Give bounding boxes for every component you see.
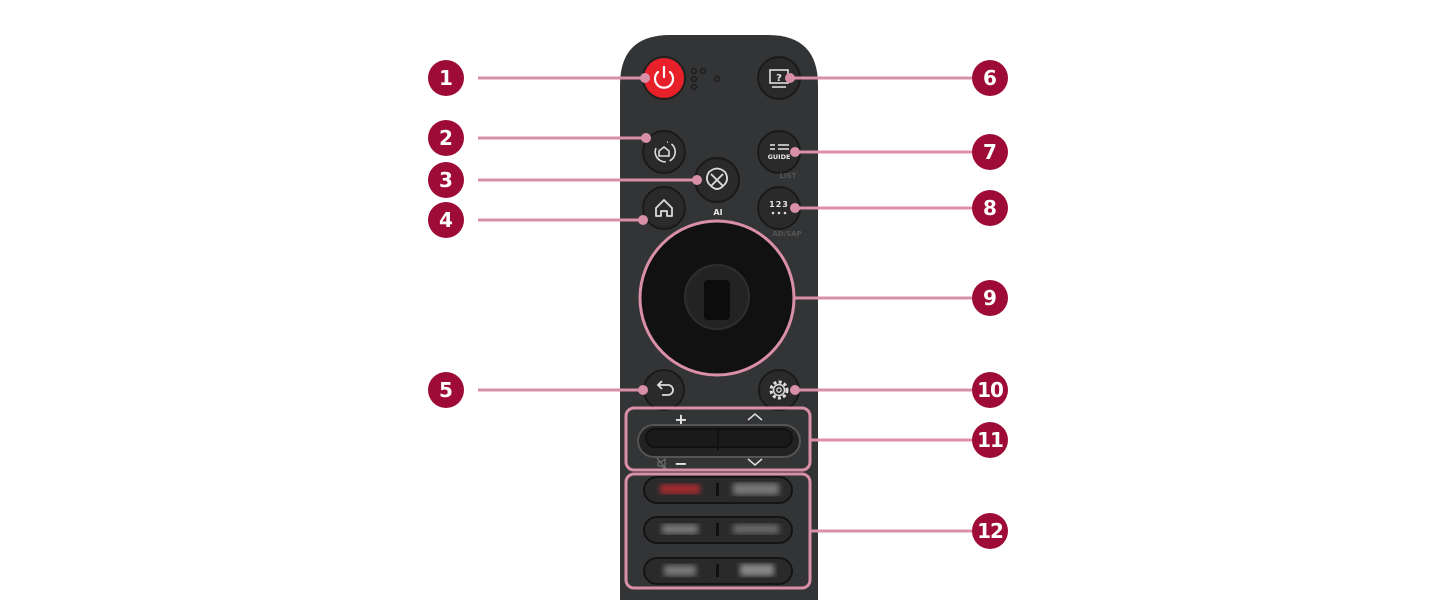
home-button[interactable] xyxy=(642,186,686,230)
svg-text:5: 5 xyxy=(439,378,453,402)
svg-text:12: 12 xyxy=(977,519,1003,543)
home-circle-icon xyxy=(654,141,676,163)
svg-text:7: 7 xyxy=(983,140,997,164)
list-label: LIST xyxy=(780,172,797,180)
svg-text:123: 123 xyxy=(769,200,789,209)
streaming-button-row[interactable] xyxy=(643,557,793,585)
svg-text:2: 2 xyxy=(439,126,453,150)
badge-8: 8 xyxy=(972,190,1008,226)
svg-text:11: 11 xyxy=(977,428,1003,452)
svg-text:10: 10 xyxy=(977,378,1003,402)
volume-channel-rocker[interactable]: + − xyxy=(637,410,801,473)
help-button[interactable]: ? xyxy=(757,56,801,100)
ai-label: AI xyxy=(713,208,722,217)
gear-icon xyxy=(769,380,789,400)
microphone-dots xyxy=(690,67,721,91)
svg-text:4: 4 xyxy=(439,208,453,232)
badge-5: 5 xyxy=(428,372,464,408)
streaming-button-row[interactable] xyxy=(643,476,793,504)
badge-1: 1 xyxy=(428,60,464,96)
back-button[interactable] xyxy=(643,369,685,411)
callout-badges: 1 2 3 4 5 6 7 8 9 10 11 12 xyxy=(428,60,1008,549)
svg-text:6: 6 xyxy=(983,66,997,90)
volume-minus-icon: − xyxy=(674,454,687,473)
scroll-wheel[interactable] xyxy=(704,280,730,320)
streaming-buttons xyxy=(643,476,793,585)
svg-text:9: 9 xyxy=(983,286,997,310)
power-icon xyxy=(653,65,675,89)
svg-text:8: 8 xyxy=(983,196,997,220)
badge-2: 2 xyxy=(428,120,464,156)
badge-9: 9 xyxy=(972,280,1008,316)
home-icon xyxy=(655,199,673,217)
numbers-button[interactable]: 123 xyxy=(757,186,801,230)
badge-12: 12 xyxy=(972,513,1008,549)
leader-lines xyxy=(478,73,972,533)
wheel-button[interactable] xyxy=(638,219,796,377)
badge-6: 6 xyxy=(972,60,1008,96)
badge-4: 4 xyxy=(428,202,464,238)
svg-text:?: ? xyxy=(776,73,782,84)
chevron-up-icon xyxy=(747,413,763,421)
ai-knot-icon xyxy=(706,167,728,190)
home-dashboard-button[interactable] xyxy=(642,130,686,174)
chevron-down-icon xyxy=(747,458,763,466)
streaming-button-row[interactable] xyxy=(643,516,793,544)
badge-7: 7 xyxy=(972,134,1008,170)
svg-text:1: 1 xyxy=(439,66,453,90)
badge-3: 3 xyxy=(428,162,464,198)
svg-text:3: 3 xyxy=(439,168,453,192)
ad-sap-label: AD/SAP xyxy=(772,230,801,238)
badge-11: 11 xyxy=(972,422,1008,458)
svg-text:GUIDE: GUIDE xyxy=(768,153,791,161)
badge-10: 10 xyxy=(972,372,1008,408)
back-arrow-icon xyxy=(656,380,674,396)
